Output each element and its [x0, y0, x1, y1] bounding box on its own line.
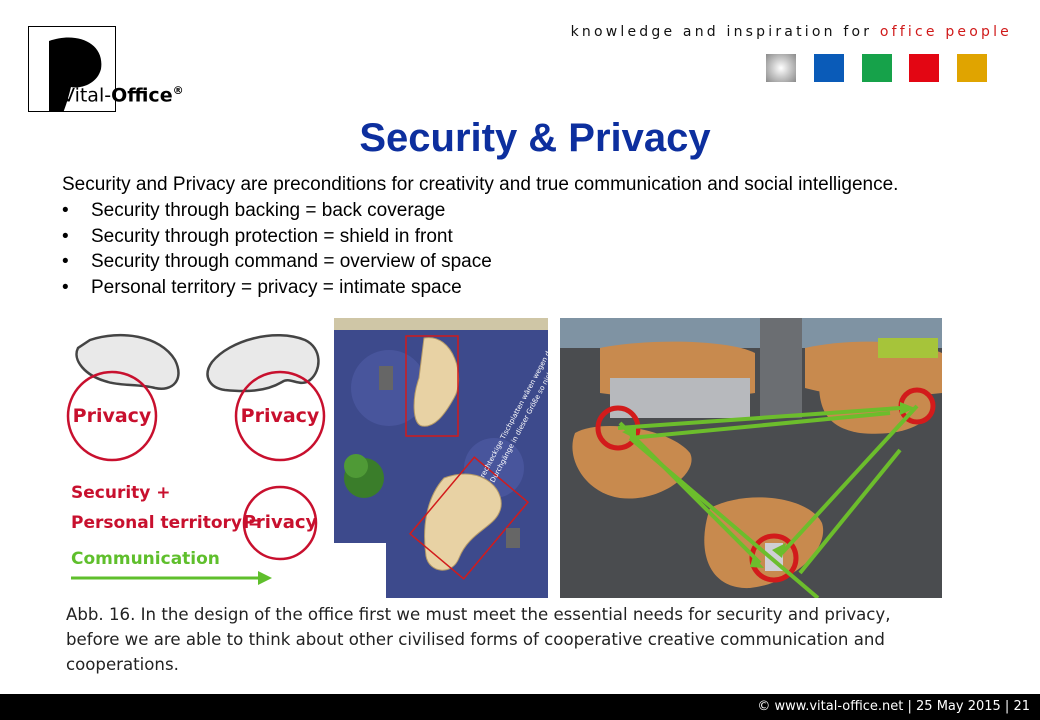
footer-bar: © www.vital-office.net | 25 May 2015 | 2…: [0, 694, 1040, 720]
territory-label: Personal territory =: [71, 513, 262, 533]
security-label: Security +: [71, 483, 171, 503]
intro-text: Security and Privacy are preconditions f…: [62, 174, 899, 195]
swatch-red: [909, 54, 939, 82]
chair-icon: [379, 366, 393, 390]
tagline-highlight: office people: [879, 24, 1012, 40]
bullet-item: •Personal territory = privacy = intimate…: [62, 276, 462, 298]
binders: [878, 338, 938, 358]
arrow-head-icon: [622, 402, 915, 568]
communication-arrows: [617, 404, 919, 598]
swatch-gold: [957, 54, 987, 82]
privacy-label: Privacy: [241, 405, 320, 427]
swatch-green: [862, 54, 892, 82]
privacy-diagram: Privacy Privacy Privacy Security + Perso…: [66, 334, 326, 585]
communication-label: Communication: [71, 549, 220, 569]
office-render-image: [560, 318, 942, 598]
bullet-item: •Security through command = overview of …: [62, 251, 492, 272]
privacy-label: Privacy: [243, 512, 318, 533]
slide-title: Security & Privacy: [359, 116, 711, 160]
bullet-item: •Security through protection = shield in…: [62, 225, 453, 247]
figure-caption: Abb. 16. In the design of the office fir…: [66, 605, 891, 674]
floor-plan-image: rechteckige Tischplatten wären wegen der…: [334, 318, 548, 598]
swatch-silver: [766, 54, 796, 82]
privacy-circle: [66, 370, 158, 462]
tagline: knowledge and inspiration for office peo…: [570, 24, 1012, 40]
bullet-list: •Security through backing = back coverag…: [62, 198, 492, 300]
footer-text: © www.vital-office.net | 25 May 2015 | 2…: [757, 699, 1030, 714]
privacy-label: Privacy: [73, 405, 152, 427]
kidney-desk-icon: [206, 334, 320, 393]
swatch-blue: [814, 54, 844, 82]
logo-mark-icon: [49, 37, 102, 111]
privacy-circle: [242, 485, 318, 561]
logo-wordmark: Vital-Office®: [62, 84, 184, 107]
bullet-item: •Security through backing = back coverag…: [62, 200, 446, 221]
vital-office-logo: [28, 26, 116, 112]
kidney-desk-icon: [75, 334, 180, 391]
arrow-head-icon: [258, 571, 272, 585]
privacy-circle: [234, 370, 326, 462]
column: [760, 318, 802, 418]
chair-icon: [506, 528, 520, 548]
